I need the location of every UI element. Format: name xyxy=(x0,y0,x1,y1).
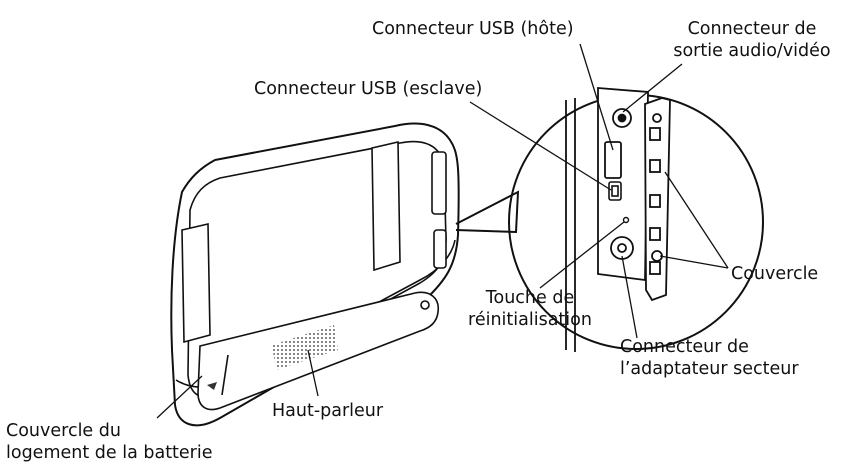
ac-adapter-port xyxy=(610,236,634,260)
leader-lines xyxy=(156,43,729,419)
label-battery-line1: Couvercle du xyxy=(6,421,121,441)
label-reset-line1: Touche de xyxy=(485,288,575,308)
battery-cover-mark xyxy=(207,382,217,390)
label-reset-line2: réinitialisation xyxy=(468,310,592,330)
label-ac-line1: Connecteur de xyxy=(620,337,749,357)
label-ac-adapter: Connecteur de l’adaptateur secteur xyxy=(620,336,799,380)
leader-usb-slave xyxy=(469,101,612,191)
label-cover: Couvercle xyxy=(731,264,819,284)
leader-cover-1 xyxy=(664,171,729,269)
right-side-buttons xyxy=(431,151,447,269)
leader-reset xyxy=(539,221,625,289)
speaker-grille xyxy=(272,325,338,370)
leader-av-out xyxy=(622,63,683,113)
zoom-cover xyxy=(644,97,671,302)
label-speaker: Haut-parleur xyxy=(272,401,384,421)
leader-ac xyxy=(621,255,638,339)
label-av-out-line2: sortie audio/vidéo xyxy=(673,41,831,61)
label-usb-slave: Connecteur USB (esclave) xyxy=(254,79,483,99)
reset-hole xyxy=(622,216,630,224)
av-out-port xyxy=(612,108,632,128)
device-side-bands xyxy=(181,140,401,344)
usb-host-port xyxy=(604,141,622,179)
usb-slave-port xyxy=(608,181,622,201)
label-av-out-line1: Connecteur de xyxy=(687,19,817,39)
label-battery-cover: Couvercle du logement de la batterie xyxy=(6,420,213,464)
label-usb-host: Connecteur USB (hôte) xyxy=(372,19,574,39)
leader-cover-2 xyxy=(659,255,729,269)
label-ac-line2: l’adaptateur secteur xyxy=(620,359,799,379)
label-battery-line2: logement de la batterie xyxy=(6,443,213,463)
label-av-out: Connecteur de sortie audio/vidéo xyxy=(663,18,841,62)
label-reset: Touche de réinitialisation xyxy=(455,287,605,331)
leader-usb-host xyxy=(579,43,614,151)
leader-battery xyxy=(156,375,203,419)
leader-speaker xyxy=(307,349,319,397)
